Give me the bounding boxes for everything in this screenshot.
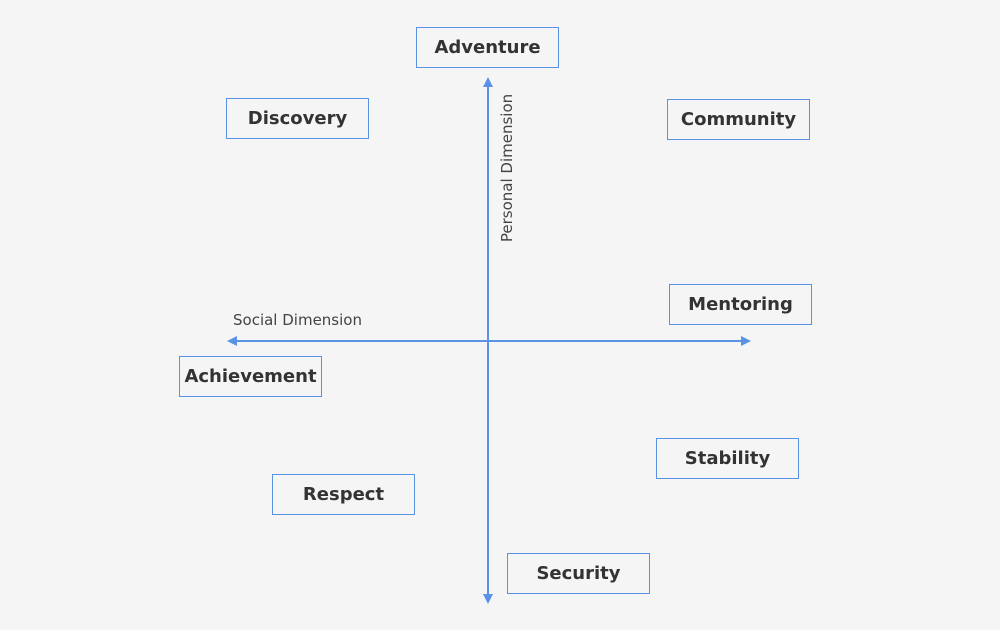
respect-box: Respect xyxy=(272,474,415,515)
discovery-box: Discovery xyxy=(226,98,369,139)
achievement-box: Achievement xyxy=(179,356,322,397)
community-box: Community xyxy=(667,99,810,140)
stability-box: Stability xyxy=(656,438,799,479)
adventure-box: Adventure xyxy=(416,27,559,68)
vertical-axis xyxy=(483,77,493,604)
social-dimension-label: Social Dimension xyxy=(233,311,362,329)
left-arrowhead xyxy=(227,336,237,346)
mentoring-box: Mentoring xyxy=(669,284,812,325)
bottom-arrowhead xyxy=(483,594,493,604)
right-arrowhead xyxy=(741,336,751,346)
security-box: Security xyxy=(507,553,650,594)
personal-dimension-label: Personal Dimension xyxy=(498,93,516,243)
top-arrowhead xyxy=(483,77,493,87)
